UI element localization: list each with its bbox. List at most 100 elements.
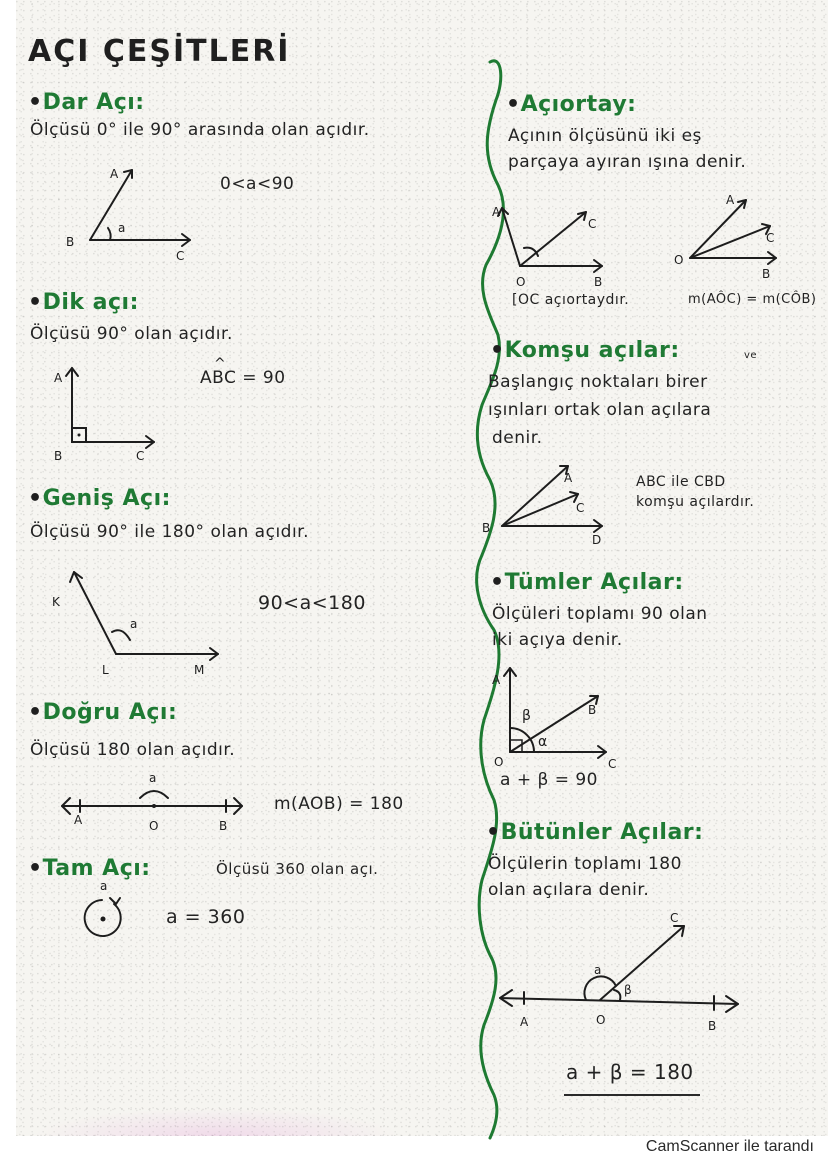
heading-dogru-aci: •Doğru Açı: [28, 700, 177, 725]
svg-text:C: C [136, 449, 144, 463]
svg-text:C: C [588, 217, 596, 231]
heading-tumler-acilar: •Tümler Açılar: [490, 570, 684, 595]
svg-text:B: B [66, 235, 74, 249]
svg-text:C: C [608, 757, 616, 771]
heading-label: Tümler Açılar: [504, 570, 684, 595]
hat-mark: ^ [214, 356, 227, 372]
bullet-icon: • [28, 486, 43, 511]
bullet-icon: • [490, 570, 505, 595]
definition-genis-aci: Ölçüsü 90° ile 180° olan açıdır. [30, 522, 310, 542]
formula-text: ABC = 90 [200, 368, 286, 388]
bullet-icon: • [28, 90, 43, 115]
definition-komsu-line3: denir. [492, 428, 543, 448]
heading-label: Açıortay: [520, 92, 637, 117]
definition-dik-aci: Ölçüsü 90° olan açıdır. [30, 324, 233, 344]
formula-genis-aci: 90<a<180 [258, 592, 366, 614]
formula-dogru-aci: m(AOB) = 180 [274, 794, 404, 814]
formula-tumler: a + β = 90 [500, 770, 599, 790]
svg-text:O: O [494, 755, 503, 769]
wavy-divider [475, 59, 505, 1140]
heading-dik-aci: •Dik açı: [28, 290, 139, 315]
svg-text:a: a [130, 617, 137, 631]
svg-text:O: O [596, 1013, 605, 1027]
svg-text:B: B [54, 449, 62, 463]
svg-text:A: A [110, 167, 119, 181]
scanner-watermark: CamScanner ile tarandı [645, 1138, 814, 1155]
definition-dogru-aci: Ölçüsü 180 olan açıdır. [30, 740, 236, 760]
definition-dar-aci: Ölçüsü 0° ile 90° arasında olan açıdır. [30, 120, 370, 140]
formula-komsu-line1: ABC ile CBD [636, 474, 726, 490]
svg-text:B: B [708, 1019, 716, 1033]
svg-text:B: B [482, 521, 490, 535]
heading-butunler-acilar: •Bütünler Açılar: [486, 820, 703, 845]
heading-label: Komşu açılar: [504, 338, 680, 363]
diagram-supplementary-angles: A O B C a β [499, 911, 739, 1033]
svg-text:D: D [592, 533, 601, 547]
heading-genis-aci: •Geniş Açı: [28, 486, 171, 511]
formula-komsu-line2: komşu açılardır. [636, 494, 755, 510]
diagram-acute-angle: A B C a [66, 167, 191, 263]
svg-text:K: K [52, 595, 61, 609]
definition-komsu-line2: ışınları ortak olan açılara [488, 400, 712, 420]
caption-bisector-right: m(AÔC) = m(CÔB) [688, 292, 817, 307]
caption-bisector-left: [OC açıortaydır. [512, 292, 630, 308]
svg-text:β: β [624, 983, 632, 997]
diagram-obtuse-angle: K L M a [52, 571, 219, 677]
bullet-icon: • [506, 92, 521, 117]
bullet-icon: • [486, 820, 501, 845]
svg-text:A: A [520, 1015, 529, 1029]
bullet-icon: • [490, 338, 505, 363]
svg-text:a: a [149, 771, 156, 785]
diagram-straight-angle: A O B a [61, 771, 243, 833]
svg-text:B: B [588, 703, 596, 717]
formula-dar-aci: 0<a<90 [220, 174, 295, 194]
svg-text:A: A [564, 471, 573, 485]
svg-text:A: A [726, 193, 735, 207]
heading-label: Bütünler Açılar: [500, 820, 704, 845]
diagram-bisector-right: A O B C [674, 193, 777, 281]
svg-text:L: L [102, 663, 109, 677]
diagram-bisector-left: A O B C [492, 205, 603, 289]
bullet-icon: • [28, 856, 43, 881]
underline [564, 1094, 700, 1096]
definition-tumler-line2: iki açıya denir. [492, 630, 623, 650]
diagram-complementary-angles: A O B C α β [492, 667, 616, 771]
svg-text:a: a [594, 963, 601, 977]
diagram-right-angle: A B C [54, 367, 155, 463]
svg-text:C: C [766, 231, 774, 245]
svg-text:M: M [194, 663, 204, 677]
page-title: AÇI ÇEŞİTLERİ [28, 34, 291, 69]
svg-text:a: a [100, 879, 107, 893]
diagram-full-angle: a [83, 879, 122, 937]
svg-text:B: B [219, 819, 227, 833]
svg-text:C: C [576, 501, 584, 515]
heading-tam-aci: •Tam Açı: [28, 856, 151, 881]
formula-tam-aci: a = 360 [166, 906, 246, 928]
heading-dar-aci: •Dar Açı: [28, 90, 145, 115]
svg-text:A: A [492, 673, 501, 687]
heading-label: Geniş Açı: [42, 486, 171, 511]
svg-text:C: C [670, 911, 678, 925]
definition-aciortay-line2: parçaya ayıran ışına denir. [508, 152, 747, 172]
svg-text:a: a [118, 221, 125, 235]
svg-text:A: A [74, 813, 83, 827]
svg-text:A: A [54, 371, 63, 385]
heading-label: Dik açı: [42, 290, 139, 315]
svg-text:C: C [176, 249, 184, 263]
definition-aciortay-line1: Açının ölçüsünü iki eş [508, 126, 702, 146]
svg-text:B: B [762, 267, 770, 281]
bullet-icon: • [28, 290, 43, 315]
svg-text:β: β [522, 708, 531, 724]
definition-tumler-line1: Ölçüleri toplamı 90 olan [492, 604, 708, 624]
diagram-adjacent-angles: B A C D [482, 465, 603, 547]
svg-text:O: O [149, 819, 158, 833]
definition-butunler-line1: Ölçülerin toplamı 180 [488, 854, 682, 874]
definition-butunler-line2: olan açılara denir. [488, 880, 650, 900]
svg-text:A: A [492, 205, 501, 219]
formula-dik-aci: ABC = 90 ^ [200, 356, 286, 388]
bullet-icon: • [28, 700, 43, 725]
svg-text:B: B [594, 275, 602, 289]
definition-tam-aci: Ölçüsü 360 olan açı. [216, 860, 379, 878]
formula-butunler: a + β = 180 [566, 1060, 694, 1084]
heading-label: Dar Açı: [42, 90, 145, 115]
